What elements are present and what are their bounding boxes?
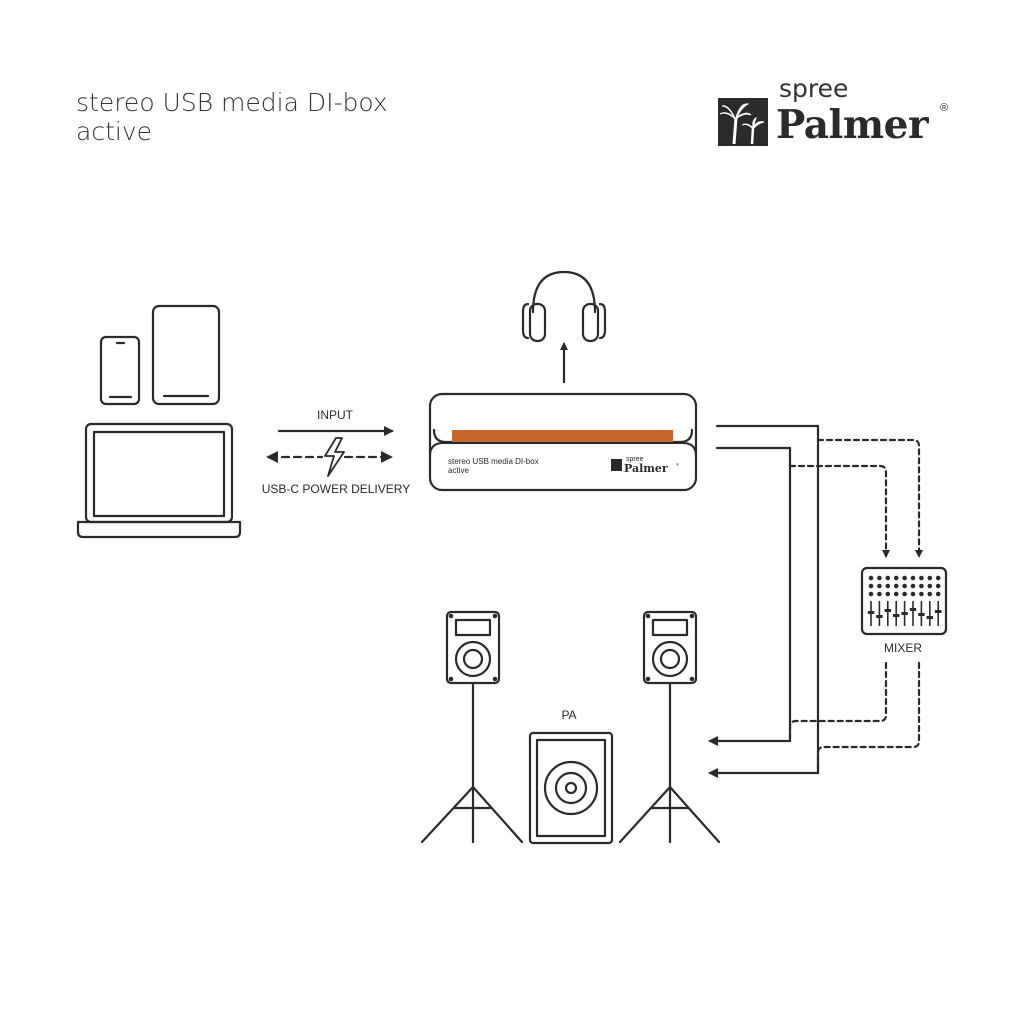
cable-output-1	[708, 446, 792, 746]
speaker-left-icon	[420, 610, 524, 844]
mixer-knob	[910, 575, 916, 581]
mixer-knob	[935, 575, 941, 581]
mixer-knob	[893, 575, 899, 581]
power-arrow-right	[381, 451, 393, 463]
mixer-knob	[902, 583, 907, 589]
device-logo-sub: spree	[626, 456, 644, 463]
mixer-fader-handle	[918, 613, 925, 616]
cable-from-mixer-2	[816, 661, 921, 775]
page-title: stereo USB media DI-box active	[76, 88, 388, 146]
mixer-knob	[902, 591, 907, 597]
smartphone-icon	[99, 335, 141, 406]
mixer-knob	[927, 583, 933, 589]
tablet-icon	[151, 304, 221, 406]
speaker-right-icon	[618, 610, 721, 844]
cable-to-mixer-1	[788, 464, 890, 558]
device-palm-tree-icon	[611, 459, 622, 471]
mixer-knob	[877, 583, 882, 589]
mixer-knob	[885, 575, 891, 581]
mixer-icon	[860, 566, 948, 636]
mixer-fader-handle	[901, 612, 908, 615]
mixer-knob	[877, 575, 882, 581]
cable-output-2	[708, 424, 820, 778]
device-logo-reg: ®	[676, 462, 679, 467]
lightning-icon	[324, 437, 345, 477]
mixer-knob	[927, 591, 933, 597]
mixer-knob	[885, 591, 891, 597]
mixer-knob	[885, 583, 891, 589]
mixer-knob	[910, 583, 916, 589]
mixer-knob	[893, 591, 899, 597]
mixer-fader-handle	[893, 614, 900, 617]
subwoofer-icon	[528, 731, 614, 845]
power-delivery-label: USB-C POWER DELIVERY	[262, 482, 410, 496]
power-arrow-left	[266, 451, 278, 463]
palm-tree-icon	[718, 98, 768, 146]
mixer-knob	[902, 575, 907, 581]
logo-sub-text: spree	[779, 74, 849, 103]
mixer-knob	[919, 583, 924, 589]
mixer-knob	[868, 583, 874, 589]
logo-main-text: Palmer	[776, 102, 929, 148]
cable-to-mixer-2	[816, 438, 923, 558]
mixer-knob	[868, 591, 874, 597]
mixer-knob	[935, 583, 941, 589]
brand-logo: spree Palmer ®	[718, 74, 958, 154]
cable-from-mixer-1	[788, 661, 888, 743]
mixer-knob	[877, 591, 882, 597]
title-line-2: active	[76, 117, 152, 146]
mixer-fader-handle	[884, 609, 891, 612]
input-label: INPUT	[317, 408, 354, 422]
mixer-knob	[927, 575, 933, 581]
device-logo-main: Palmer	[624, 462, 668, 475]
mixer-fader-handle	[876, 615, 883, 618]
mixer-fader-handle	[909, 608, 917, 611]
device-accent-strip	[452, 430, 673, 442]
pa-label: PA	[561, 708, 576, 722]
headphones-icon	[521, 270, 607, 343]
logo-registered-mark: ®	[940, 102, 949, 114]
mixer-fader-handle	[867, 611, 875, 614]
mixer-knob	[910, 591, 916, 597]
mixer-knob	[935, 591, 941, 597]
mixer-fader-handle	[926, 616, 933, 619]
mixer-controls	[867, 575, 942, 626]
mixer-knob	[919, 591, 924, 597]
mixer-fader-handle	[935, 610, 942, 613]
device-label-line-1: stereo USB media DI-box	[448, 457, 539, 466]
mixer-knob	[868, 575, 874, 581]
device-label-line-2: active	[448, 466, 469, 475]
mixer-label: MIXER	[884, 641, 922, 655]
mixer-knob	[919, 575, 924, 581]
title-line-1: stereo USB media DI-box	[76, 88, 388, 117]
di-box-device	[428, 392, 698, 492]
mixer-knob	[893, 583, 899, 589]
laptop-icon	[76, 422, 242, 539]
